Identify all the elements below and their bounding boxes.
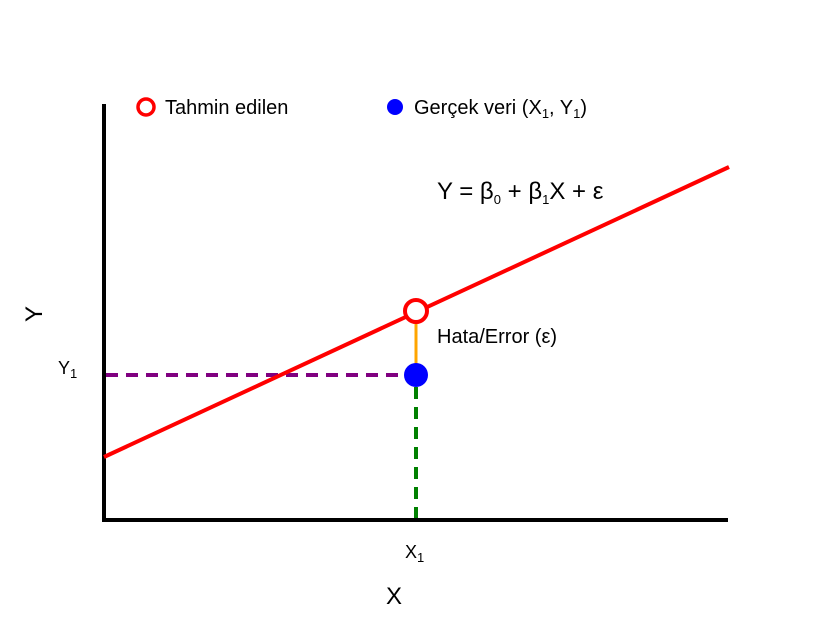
equation-mid: + β	[501, 178, 542, 205]
legend-predicted-marker	[136, 97, 156, 117]
y1-tick-main: Y	[58, 358, 70, 378]
y-axis-title: Y	[21, 306, 48, 322]
equation-sub0: 0	[494, 192, 501, 207]
x1-tick-sub: 1	[417, 550, 424, 565]
legend-actual-label: Gerçek veri (X1, Y1)	[414, 97, 587, 121]
equation-sub1: 1	[542, 192, 549, 207]
legend-actual-mid: , Y	[549, 97, 573, 119]
y1-tick-label: Y1	[58, 358, 77, 381]
actual-point	[404, 363, 428, 387]
y1-tick-sub: 1	[70, 366, 77, 381]
x1-tick-main: X	[405, 542, 417, 562]
equation-end: X + ε	[549, 178, 603, 205]
error-label: Hata/Error (ε)	[437, 326, 557, 348]
predicted-point	[403, 298, 429, 324]
legend-actual-sub1: 1	[542, 106, 549, 121]
legend-actual-suffix: )	[580, 97, 587, 119]
legend-actual-sub2: 1	[573, 106, 580, 121]
legend-actual-marker	[387, 99, 403, 115]
regression-equation: Y = β0 + β1X + ε	[437, 178, 604, 207]
legend-predicted-label: Tahmin edilen	[165, 97, 288, 119]
x-axis-title: X	[386, 583, 402, 610]
equation-y: Y = β	[437, 178, 494, 205]
x1-tick-label: X1	[405, 542, 424, 565]
legend-actual-prefix: Gerçek veri (X	[414, 97, 542, 119]
